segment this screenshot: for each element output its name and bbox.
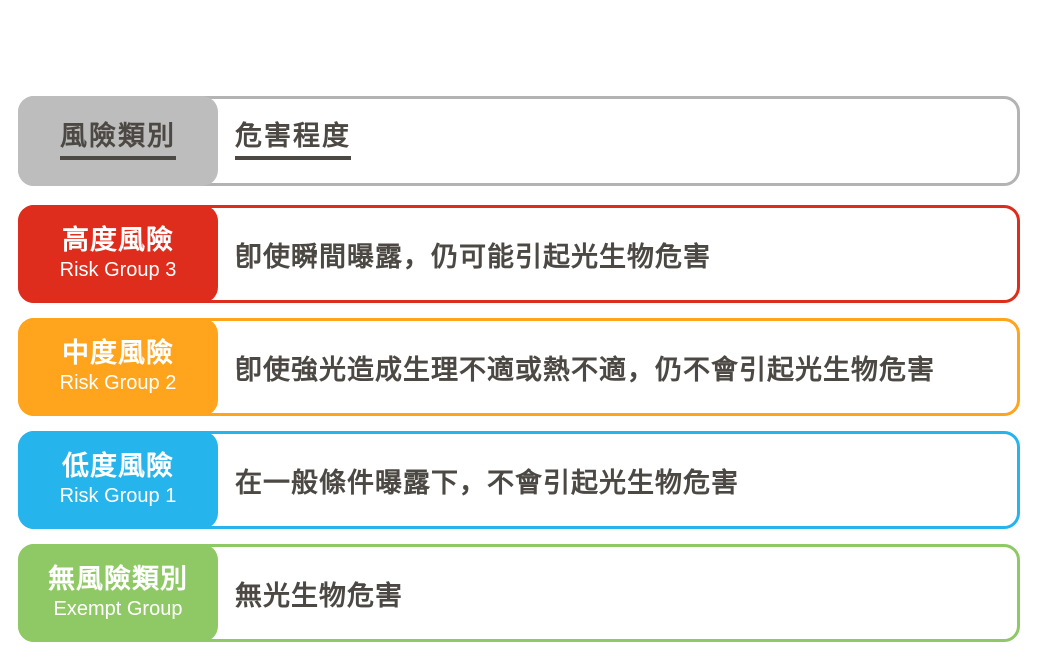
- exempt-group-description: 無光生物危害: [235, 580, 403, 611]
- risk-group-3-badge: 高度風險 Risk Group 3: [18, 205, 218, 303]
- exempt-group-name-en: Exempt Group: [53, 597, 183, 620]
- risk-group-1-name-zh: 低度風險: [62, 451, 174, 482]
- risk-group-1-badge: 低度風險 Risk Group 1: [18, 431, 218, 529]
- exempt-group-name-zh: 無風險類別: [48, 564, 188, 595]
- risk-group-1-description: 在一般條件曝露下，不會引起光生物危害: [235, 467, 739, 498]
- risk-group-2-description: 卽使強光造成生理不適或熱不適，仍不會引起光生物危害: [235, 354, 935, 385]
- header-category-label: 風險類別: [60, 122, 176, 161]
- header-row: 風險類別 危害程度: [18, 96, 1020, 186]
- risk-group-3-description: 卽使瞬間曝露，仍可能引起光生物危害: [235, 241, 711, 272]
- risk-group-3-name-zh: 高度風險: [62, 225, 174, 256]
- risk-group-2-name-zh: 中度風險: [62, 338, 174, 369]
- row-risk-group-2: 中度風險 Risk Group 2 卽使強光造成生理不適或熱不適，仍不會引起光生…: [18, 318, 1020, 416]
- row-risk-group-1: 低度風險 Risk Group 1 在一般條件曝露下，不會引起光生物危害: [18, 431, 1020, 529]
- row-risk-group-3: 高度風險 Risk Group 3 卽使瞬間曝露，仍可能引起光生物危害: [18, 205, 1020, 303]
- row-exempt-group: 無風險類別 Exempt Group 無光生物危害: [18, 544, 1020, 642]
- header-severity-label: 危害程度: [235, 122, 351, 161]
- header-category-badge: 風險類別: [18, 96, 218, 186]
- risk-group-3-name-en: Risk Group 3: [59, 258, 177, 281]
- risk-group-2-badge: 中度風險 Risk Group 2: [18, 318, 218, 416]
- risk-group-1-name-en: Risk Group 1: [59, 484, 177, 507]
- risk-group-2-name-en: Risk Group 2: [59, 371, 177, 394]
- risk-group-table: 風險類別 危害程度 高度風險 Risk Group 3 卽使瞬間曝露，仍可能引起…: [18, 96, 1020, 657]
- exempt-group-badge: 無風險類別 Exempt Group: [18, 544, 218, 642]
